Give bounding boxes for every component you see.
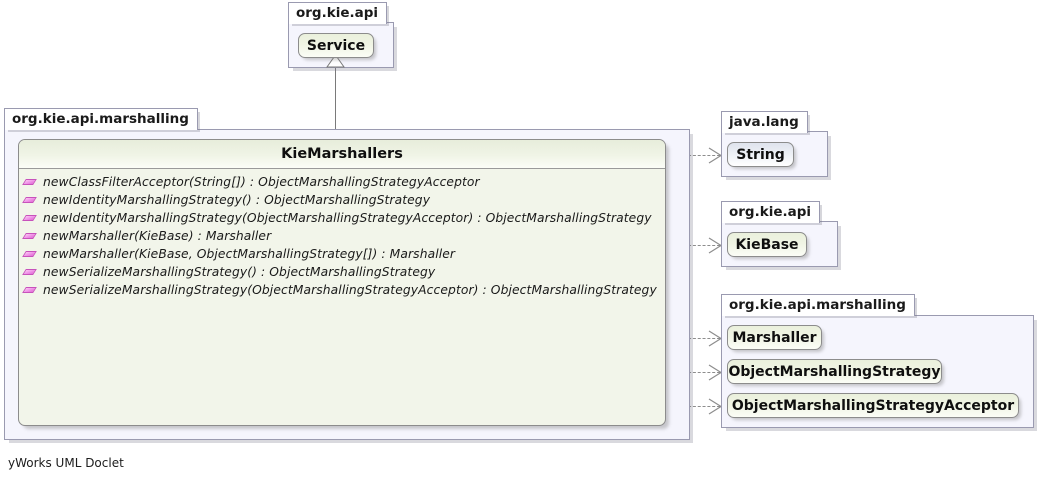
package-org-kie-api-marshalling-main: org.kie.api.marshalling KieMarshallers n… xyxy=(4,108,694,440)
class-member-row[interactable]: newMarshaller(KieBase, ObjectMarshalling… xyxy=(19,245,665,263)
package-label-top: org.kie.api xyxy=(288,2,388,24)
public-method-icon xyxy=(24,176,37,189)
package-label-marshalling-right: org.kie.api.marshalling xyxy=(721,294,915,316)
class-title-kiemarshallers: KieMarshallers xyxy=(19,140,665,169)
public-method-icon xyxy=(24,248,37,261)
node-service[interactable]: Service xyxy=(298,33,374,58)
class-member-row[interactable]: newSerializeMarshallingStrategy() : Obje… xyxy=(19,263,665,281)
package-org-kie-api-marshalling-right: org.kie.api.marshalling Marshaller Objec… xyxy=(721,294,1041,428)
dependency-line-marshaller xyxy=(664,338,720,339)
class-member-row[interactable]: newMarshaller(KieBase) : Marshaller xyxy=(19,227,665,245)
dependency-line-kiebase xyxy=(664,245,720,246)
public-method-icon xyxy=(24,284,37,297)
public-method-icon xyxy=(24,194,37,207)
member-signature: newIdentityMarshallingStrategy() : Objec… xyxy=(43,193,431,207)
package-org-kie-api-top: org.kie.api Service xyxy=(288,2,398,68)
class-member-row[interactable]: newClassFilterAcceptor(String[]) : Objec… xyxy=(19,173,665,191)
dependency-line-objectmarshallingstrategyacceptor xyxy=(664,406,720,407)
public-method-icon xyxy=(24,266,37,279)
class-box-kiemarshallers[interactable]: KieMarshallers newClassFilterAcceptor(St… xyxy=(18,139,666,426)
footer-credit: yWorks UML Doclet xyxy=(8,456,124,470)
member-signature: newSerializeMarshallingStrategy(ObjectMa… xyxy=(43,283,657,297)
public-method-icon xyxy=(24,212,37,225)
package-java-lang: java.lang String xyxy=(721,111,841,177)
member-signature: newMarshaller(KieBase) : Marshaller xyxy=(43,229,272,243)
class-member-row[interactable]: newSerializeMarshallingStrategy(ObjectMa… xyxy=(19,281,665,299)
package-org-kie-api-right: org.kie.api KieBase xyxy=(721,201,851,267)
node-label: Marshaller xyxy=(732,329,817,346)
public-method-icon xyxy=(24,230,37,243)
node-label: ObjectMarshallingStrategyAcceptor xyxy=(731,397,1015,414)
node-kiebase[interactable]: KieBase xyxy=(727,232,807,257)
class-member-row[interactable]: newIdentityMarshallingStrategy(ObjectMar… xyxy=(19,209,665,227)
class-member-row[interactable]: newIdentityMarshallingStrategy() : Objec… xyxy=(19,191,665,209)
class-member-list: newClassFilterAcceptor(String[]) : Objec… xyxy=(19,169,665,299)
node-string[interactable]: String xyxy=(727,142,794,167)
node-label: Service xyxy=(306,37,366,54)
dependency-line-objectmarshallingstrategy xyxy=(664,372,720,373)
dependency-line-string xyxy=(664,155,720,156)
package-label-kie-api-right: org.kie.api xyxy=(721,201,821,223)
node-label: ObjectMarshallingStrategy xyxy=(728,363,941,380)
node-objectmarshallingstrategyacceptor[interactable]: ObjectMarshallingStrategyAcceptor xyxy=(727,393,1019,418)
member-signature: newIdentityMarshallingStrategy(ObjectMar… xyxy=(43,211,652,225)
package-label-main: org.kie.api.marshalling xyxy=(4,108,198,130)
member-signature: newSerializeMarshallingStrategy() : Obje… xyxy=(43,265,436,279)
member-signature: newMarshaller(KieBase, ObjectMarshalling… xyxy=(43,247,456,261)
generalization-triangle-icon xyxy=(326,54,345,68)
node-label: String xyxy=(736,146,785,163)
member-signature: newClassFilterAcceptor(String[]) : Objec… xyxy=(43,175,480,189)
generalization-line-segment xyxy=(335,66,336,140)
package-label-java-lang: java.lang xyxy=(721,111,808,133)
node-label: KieBase xyxy=(735,236,799,253)
node-marshaller[interactable]: Marshaller xyxy=(727,325,822,350)
node-objectmarshallingstrategy[interactable]: ObjectMarshallingStrategy xyxy=(727,359,942,384)
